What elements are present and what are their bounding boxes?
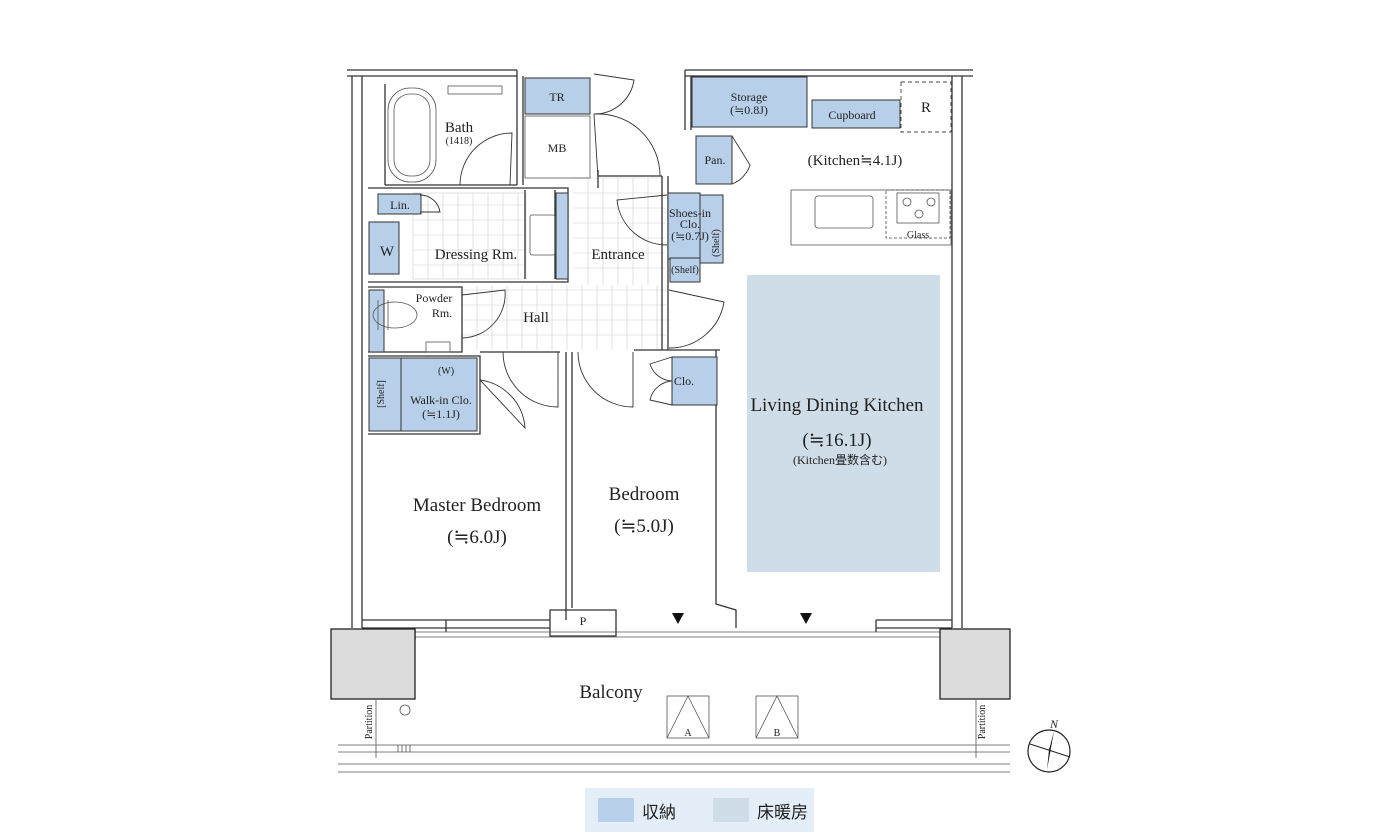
pantry-label: Pan. (705, 153, 726, 167)
storage-label: Storage (731, 90, 768, 104)
legend-storage-label: 収納 (642, 802, 676, 822)
legend-storage-swatch (598, 798, 634, 822)
washer-block (368, 221, 400, 275)
balcony-railing (338, 700, 1010, 773)
mb-label: MB (548, 141, 567, 155)
refrigerator-space (900, 81, 952, 133)
kitchen-label: (Kitchen≒4.1J) (808, 153, 903, 169)
tr-label: TR (549, 90, 564, 104)
legend-floor-heating-swatch (713, 798, 749, 822)
legend-storage: 収納 (598, 788, 676, 832)
doors (419, 73, 751, 430)
shoes-in-area-label: (≒0.7J) (671, 229, 709, 243)
shelf-small-label: (Shelf) (671, 265, 699, 276)
ac-unit-a (666, 695, 710, 739)
powder-room-label-2: Rm. (432, 306, 452, 320)
dressing-room-label: Dressing Rm. (435, 247, 518, 263)
tile-floor (412, 177, 667, 350)
dressing-shelf-block (555, 192, 569, 280)
closet-label: Clo. (674, 374, 694, 388)
bath-label: Bath (445, 120, 474, 136)
pillar-right (939, 628, 1011, 700)
balcony-label: Balcony (579, 682, 643, 703)
legend-floor-heating-label: 床暖房 (757, 802, 808, 822)
pillar-left (330, 628, 416, 700)
partition-right-label: Partition (977, 705, 988, 739)
powder-room-label: Powder (416, 291, 453, 305)
interior-walls (368, 84, 877, 640)
cupboard-label: Cupboard (828, 108, 875, 122)
window-marker-2 (800, 613, 812, 624)
walk-in-shelf-label: [Shelf] (376, 380, 387, 408)
bedroom-label: Bedroom (609, 484, 680, 505)
walk-in-closet-label: Walk-in Clo. (410, 393, 472, 407)
storage-area-label: (≒0.8J) (730, 103, 768, 117)
north-compass (1027, 729, 1071, 773)
walk-in-w-label: (W) (438, 366, 454, 377)
powder-storage-block (368, 289, 385, 353)
entrance-label: Entrance (591, 247, 645, 263)
washer-label: W (380, 244, 395, 260)
ldk-note-label: (Kitchen畳数含む) (793, 452, 887, 467)
legend-floor-heating: 床暖房 (713, 788, 808, 832)
walk-in-closet-block (400, 357, 478, 432)
pipe-space-label: P (580, 614, 587, 628)
outer-walls (347, 69, 973, 638)
hall-label: Hall (523, 310, 549, 326)
linen-block (377, 193, 422, 215)
ldk-label: Living Dining Kitchen (750, 395, 924, 416)
pantry-block (695, 135, 733, 185)
shelf-small-block (669, 257, 701, 283)
walk-in-closet-area-label: (≒1.1J) (422, 407, 460, 421)
shelf-vertical-label: (Shelf) (711, 229, 722, 257)
master-bedroom-area-label: (≒6.0J) (447, 527, 507, 548)
bedroom-area-label: (≒5.0J) (614, 516, 674, 537)
shelf-vertical-block (699, 194, 724, 264)
north-label: N (1049, 717, 1059, 731)
refrigerator-label: R (921, 100, 931, 116)
fixtures (372, 85, 952, 353)
bath-size-label: (1418) (446, 136, 473, 147)
glass-label: Glass (907, 230, 929, 241)
ac-unit-b (755, 695, 799, 739)
shoes-in-label: Shoes-in (669, 206, 711, 220)
tr-block (524, 77, 591, 115)
storage-block (691, 76, 808, 128)
window-marker-1 (672, 613, 684, 624)
closet-block (671, 356, 718, 406)
ac-unit-a-label: A (684, 728, 692, 739)
mb-block (524, 115, 591, 179)
linen-label: Lin. (390, 198, 410, 212)
floor-plan: Bath (1418) TR MB Storage (≒0.8J) Cupboa… (330, 69, 1071, 773)
partition-left-label: Partition (364, 705, 375, 739)
ldk-area-label: (≒16.1J) (802, 430, 871, 451)
master-bedroom-label: Master Bedroom (413, 495, 541, 516)
cupboard-block (811, 99, 901, 129)
shoes-in-label-2: Clo. (680, 217, 700, 231)
walk-in-shelf-block (368, 357, 402, 432)
ac-unit-b-label: B (774, 728, 781, 739)
legend: 収納 床暖房 (585, 788, 814, 832)
floor-heating-area (747, 275, 940, 572)
